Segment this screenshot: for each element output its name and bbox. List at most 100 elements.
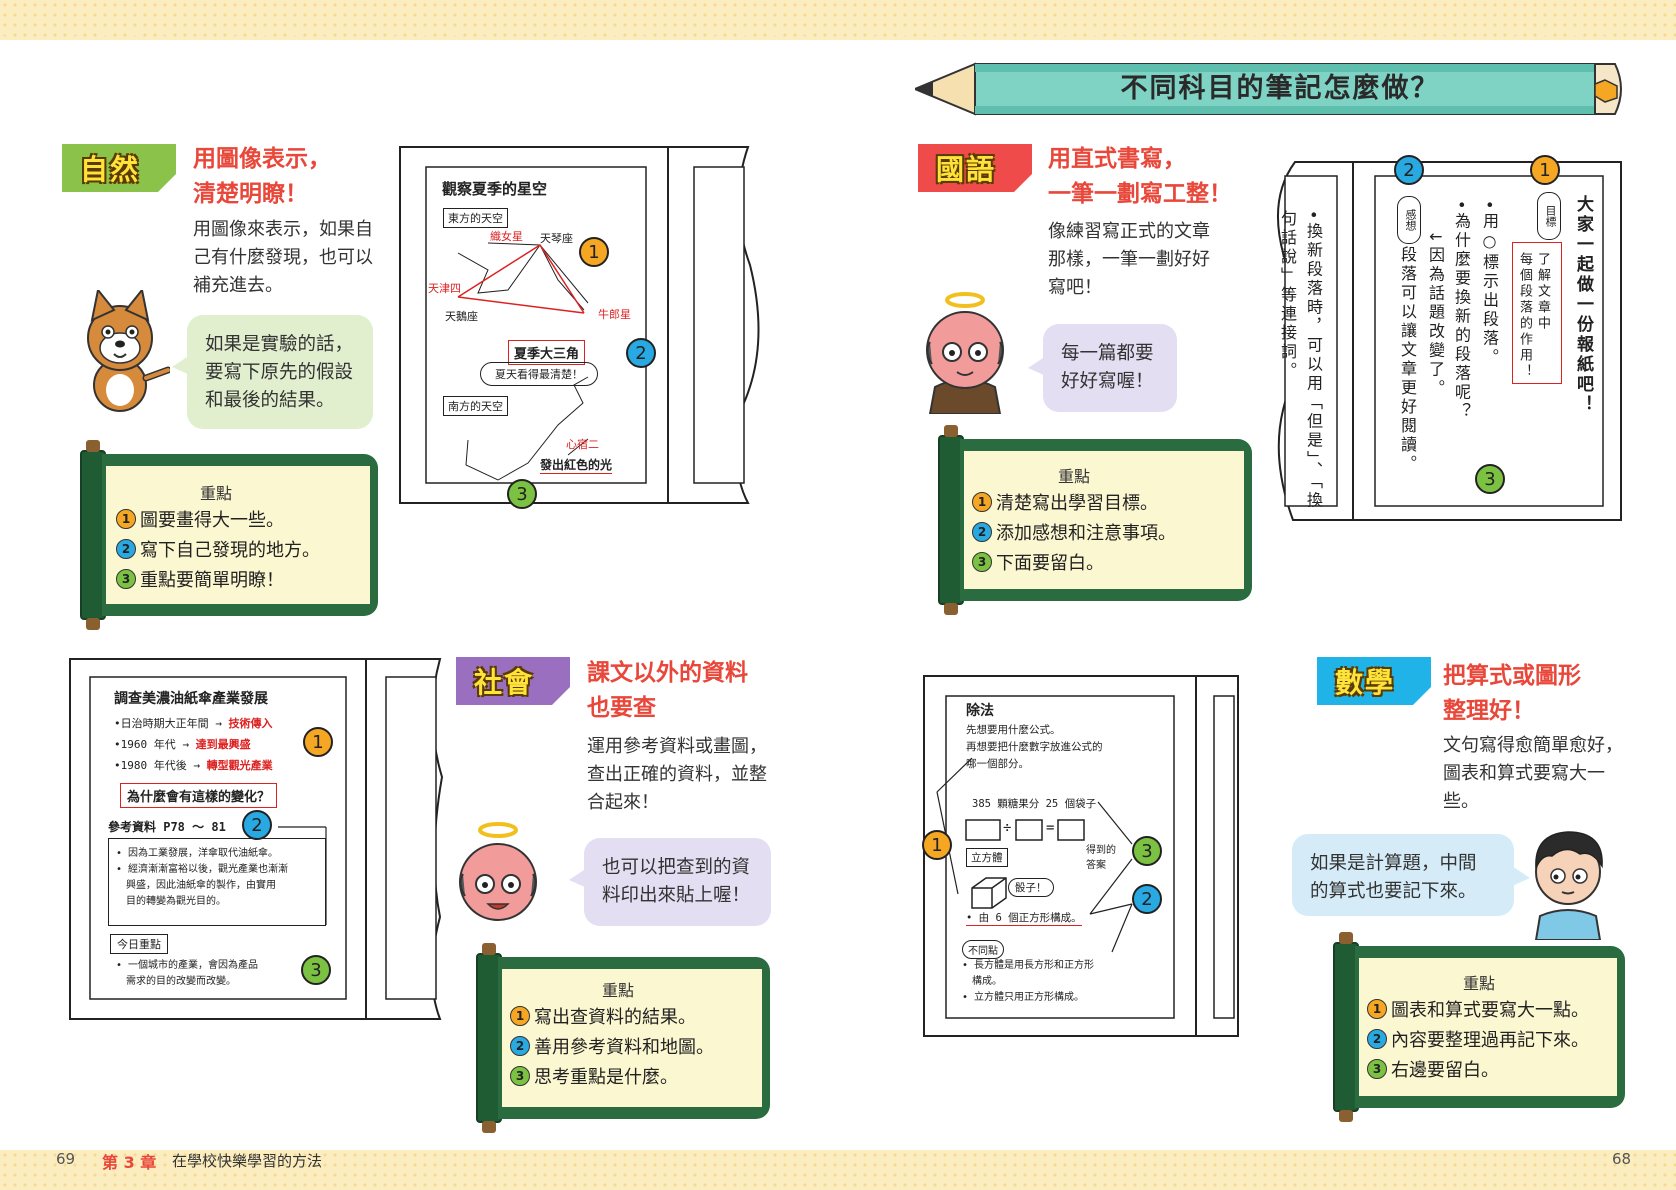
umbrella-row-3: •1980 年代後 → 轉型觀光產業 [114,759,273,772]
social-tag-label: 社會 [474,666,535,699]
math-bubble: 如果是計算題，中間的算式也要記下來。 [1292,834,1514,916]
difference-label: 不同點 [962,940,1004,959]
science-points-title: 重點 [200,484,233,503]
cube-label: 立方體 [966,848,1008,867]
math-body: 文句寫得愈簡單愈好，圖表和算式要寫大一些。 [1443,735,1623,812]
goal-box-line2: 每個段落的作用！ [1517,252,1532,380]
goal-tag: 目標 [1537,192,1561,240]
answer-label: 得到的答案 [1086,845,1116,871]
math-heading: 把算式或圖形整理好！ [1443,663,1581,724]
social-body: 運用參考資料或畫圖，查出正確的資料，並整合起來！ [587,736,767,813]
goal-box-line1: 了解文章中 [1535,252,1550,332]
math-note-title: 除法 [966,703,994,719]
chinese-note-col2: •用○標示出段落。 [1480,200,1499,368]
science-body: 用圖像來表示，如果自己有什麼發現，也可以補充進去。 [193,219,373,296]
math-tag: 數學 [1317,657,1431,705]
equals-sign: = [1046,820,1055,836]
division-sign: ÷ [1003,820,1012,836]
star-label-lyra: 天琴座 [540,232,573,245]
chinese-points-title: 重點 [1058,467,1091,486]
umbrella-facts-box [108,838,326,926]
cube-text: • 由 6 個正方形構成。 [966,912,1082,926]
candy-problem: 385 顆糖果分 25 個袋子 [972,798,1097,810]
chinese-note-col6: •換新段落時，可以用「但是」、「換 [1304,210,1323,511]
chinese-note-col5: 段落可以讓文章更好閱讀。 [1398,246,1417,474]
math-tag-label: 數學 [1335,666,1396,699]
chinese-note-col4: ↓因為話題改變了。 [1426,230,1445,399]
science-tag-label: 自然 [80,153,141,186]
bubble-tail [1028,356,1046,376]
dog-character-icon [87,290,170,412]
red-light-label: 發出紅色的光 [540,458,613,474]
chinese-body: 像練習寫正式的文章那樣，一筆一劃好好寫吧！ [1048,221,1210,298]
star-note-title: 觀察夏季的星空 [442,180,548,198]
south-sky-label: 南方的天空 [443,396,508,416]
math-note-lines: 先想要用什麼公式。再想要把什麼數字放進公式的哪一個部分。 [966,724,1103,770]
pencil-icon [915,62,1622,116]
umbrella-row-1: •日治時期大正年間 → 技術傳入 [114,717,273,730]
goal-box [1512,242,1562,384]
star-label-deneb: 天津四 [428,282,461,295]
umbrella-note-title: 調查美濃油紙傘產業發展 [114,691,268,707]
monk-character-icon [459,822,537,921]
left-page-number: 69 [56,1150,76,1168]
difference-lines: • 長方體是用長方形和正方形構成。• 立方體只用正方形構成。 [962,960,1095,1003]
star-label-altair: 牛郎星 [598,308,631,321]
chinese-bubble: 每一篇都要好好寫喔！ [1043,324,1177,412]
star-label-cygnus: 天鵝座 [445,310,478,323]
bottom-decor-band [0,1150,1676,1190]
umbrella-row-2: •1960 年代 → 達到最興盛 [114,738,251,751]
chapter-title: 在學校快樂學習的方法 [172,1152,323,1170]
science-notebook [399,146,760,504]
chinese-heading: 用直式書寫，一筆一劃寫工整！ [1048,146,1232,207]
summer-sub-label: 夏天看得最清楚！ [480,362,598,386]
dice-label: 骰子！ [1008,878,1054,897]
chinese-note-col3: •為什麼要換新的段落呢？ [1452,200,1471,422]
science-bubble: 如果是實驗的話，要寫下原先的假設和最後的結果。 [187,315,373,429]
bubble-tail [569,868,587,888]
chinese-tag-label: 國語 [936,153,997,186]
chinese-notebook [1276,161,1622,521]
monk-character-icon [926,292,1004,414]
summer-triangle-label: 夏季大三角 [508,340,586,365]
social-points-title: 重點 [602,981,635,1000]
umbrella-reference: 參考資料 P78 ～ 81 [108,820,226,834]
math-notebook [923,675,1239,1037]
social-tag: 社會 [456,657,570,705]
star-label-vega: 織女星 [490,230,523,243]
chinese-tag: 國語 [918,144,1032,192]
banner-title: 不同科目的筆記怎麼做？ [1120,73,1440,104]
umbrella-question: 為什麼會有這樣的變化？ [120,783,278,808]
bubble-tail [172,355,190,375]
chapter-number: 第 3 章 [102,1153,157,1172]
today-point-label: 今日重點 [110,934,168,954]
social-bubble: 也可以把查到的資料印出來貼上喔！ [584,838,771,926]
east-sky-label: 東方的天空 [443,208,508,228]
science-tag: 自然 [62,144,176,192]
star-label-antares: 心宿二 [566,438,599,451]
boy-character-icon [1534,831,1603,940]
feel-tag: 感想 [1397,196,1421,244]
bubble-tail [1512,866,1530,886]
science-heading: 用圖像表示，清楚明瞭！ [193,146,331,207]
chinese-note-col7: 句話說」等連接詞。 [1278,210,1297,381]
top-decor-band [0,0,1676,40]
social-heading: 課文以外的資料也要查 [587,660,748,721]
math-points-title: 重點 [1463,974,1496,993]
right-page-number: 68 [1612,1150,1632,1168]
